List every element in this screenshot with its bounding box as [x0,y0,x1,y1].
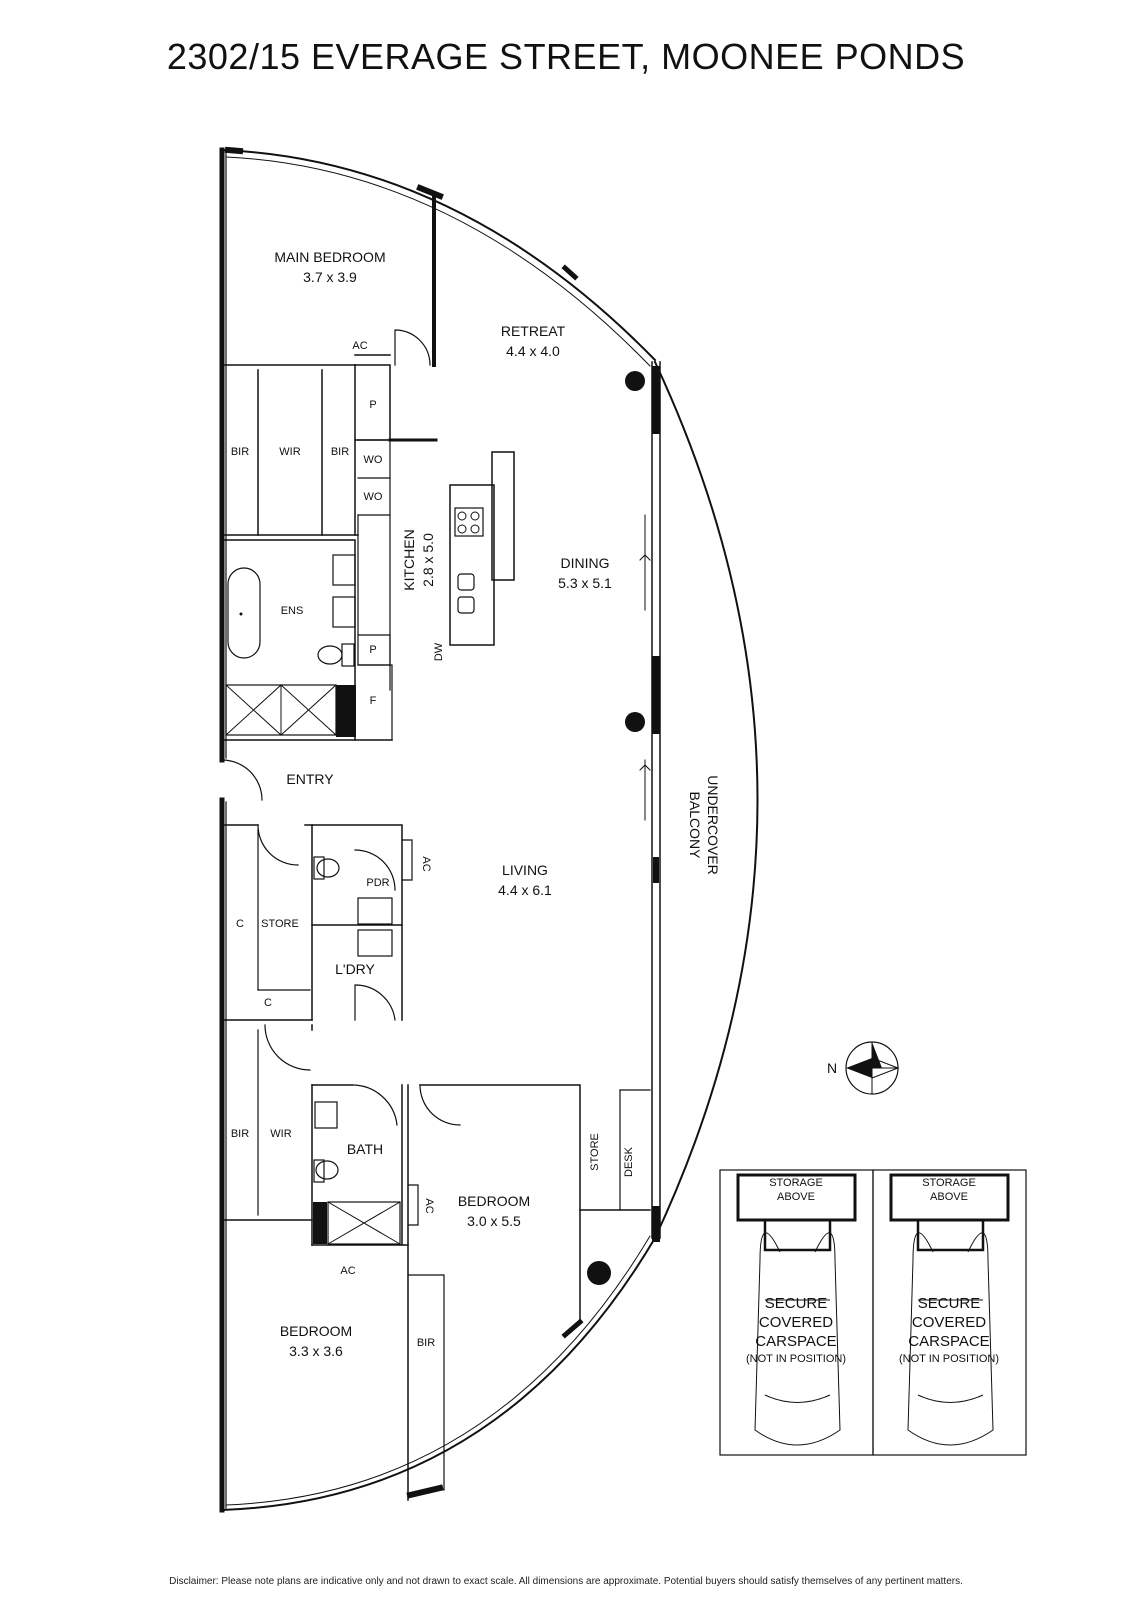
carspace-2-line-3: CARSPACE [908,1333,989,1350]
bir-label-4: BIR [417,1337,435,1349]
store-label-2: STORE [589,1133,601,1171]
retreat-size: 4.4 x 4.0 [506,343,560,359]
entry-label: ENTRY [286,771,334,787]
bedroom2-size: 3.0 x 5.5 [467,1213,521,1229]
compass-north-label: N [827,1060,837,1076]
bir-label-2: BIR [331,446,349,458]
page-title: 2302/15 EVERAGE STREET, MOONEE PONDS [166,36,966,77]
carspace-1-storage-1: STORAGE [769,1177,823,1189]
wall-oven-label-2: WO [364,491,383,503]
main-bedroom-label: MAIN BEDROOM [274,249,385,265]
pantry-label: P [369,399,376,411]
carspace-2-note: (NOT IN POSITION) [899,1353,999,1365]
cupboard-label: C [236,918,244,930]
disclaimer: Disclaimer: Please note plans are indica… [169,1576,963,1587]
wir-label-2: WIR [270,1128,291,1140]
carspace-1-line-3: CARSPACE [755,1333,836,1350]
bath-label: BATH [347,1141,383,1157]
ac-label-4: AC [340,1265,355,1277]
carspace-1-line-2: COVERED [759,1314,833,1331]
ac-label: AC [352,340,367,352]
carspace-2-storage-2: ABOVE [930,1191,968,1203]
carspace-1 [719,1169,874,1456]
balcony-outline [653,360,759,1240]
fridge-label: F [370,695,377,707]
carspace-2-line-1: SECURE [918,1295,981,1312]
ac-label-2: AC [420,856,432,871]
carspace-2 [872,1169,1027,1456]
column-north [625,371,645,391]
bedroom3-size: 3.3 x 3.6 [289,1343,343,1359]
bir-label: BIR [231,446,249,458]
pantry-label-2: P [369,644,376,656]
dining-label: DINING [561,555,610,571]
wir-label: WIR [279,446,300,458]
kitchen-size: 2.8 x 5.0 [420,533,436,587]
main-bedroom-size: 3.7 x 3.9 [303,269,357,285]
column-south [587,1261,611,1285]
north-facade [220,148,657,362]
dishwasher-label: DW [433,642,445,661]
carspace-2-storage-1: STORAGE [922,1177,976,1189]
south-facade [220,1236,657,1512]
compass-icon [845,1041,900,1095]
laundry-label: L'DRY [335,961,375,977]
dining-size: 5.3 x 5.1 [558,575,612,591]
carspace-2-line-2: COVERED [912,1314,986,1331]
carspace-1-storage-2: ABOVE [777,1191,815,1203]
wall-oven-label: WO [364,454,383,466]
retreat-label: RETREAT [501,323,566,339]
living-label: LIVING [502,862,548,878]
ens-label: ENS [281,605,304,617]
desk-label: DESK [623,1146,635,1177]
store-label: STORE [261,918,299,930]
carspace-1-note: (NOT IN POSITION) [746,1353,846,1365]
kitchen-label: KITCHEN [401,529,417,590]
carspace-1-line-1: SECURE [765,1295,828,1312]
balcony-label-1: UNDERCOVER [705,775,721,875]
balcony-label-2: BALCONY [687,792,703,860]
column-mid [625,712,645,732]
bedroom2-label: BEDROOM [458,1193,530,1209]
ac-label-3: AC [423,1198,435,1213]
bedroom3-label: BEDROOM [280,1323,352,1339]
pdr-label: PDR [366,877,389,889]
cupboard-label-2: C [264,997,272,1009]
living-size: 4.4 x 6.1 [498,882,552,898]
bir-label-3: BIR [231,1128,249,1140]
